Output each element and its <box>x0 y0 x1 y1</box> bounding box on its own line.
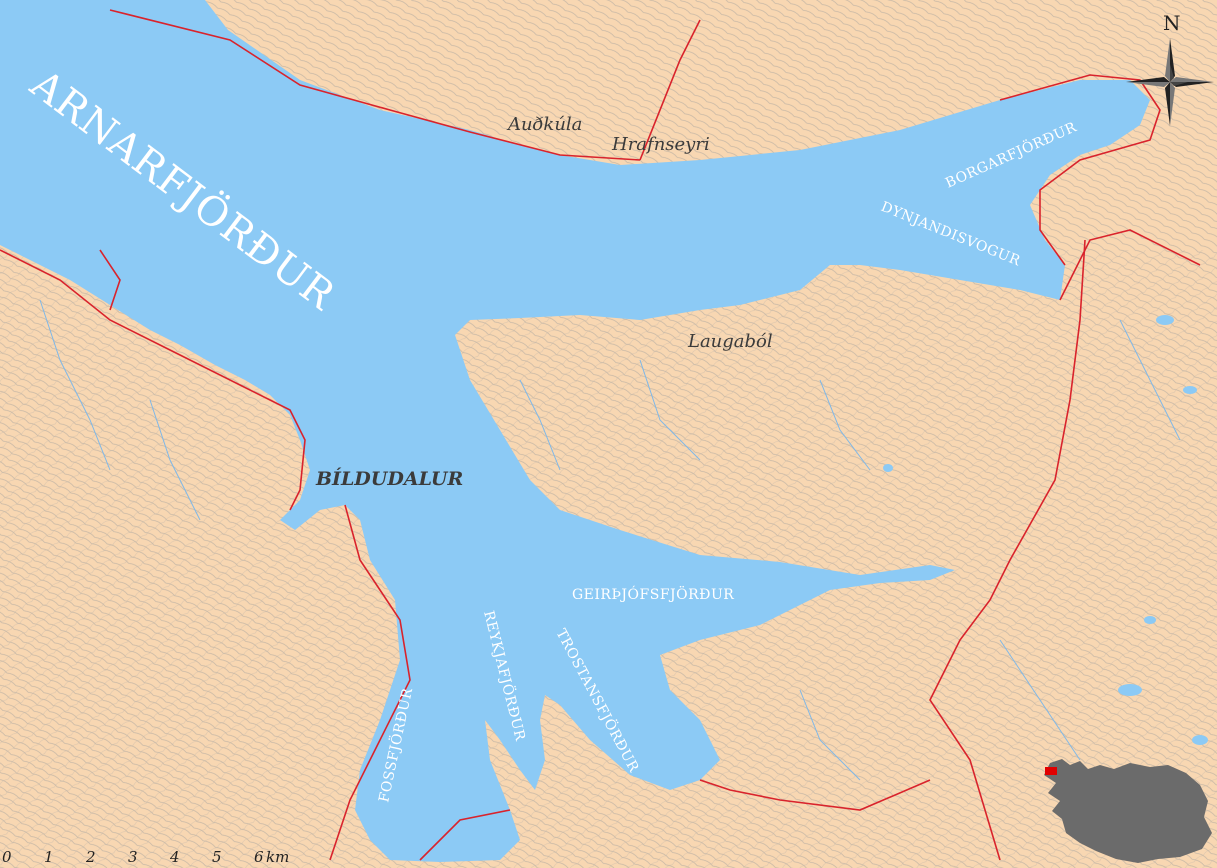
lakes <box>883 315 1208 745</box>
scale-tick-5: 5 <box>212 848 222 866</box>
scale-bar: 0 1 2 3 4 5 6 km <box>2 848 289 866</box>
compass-north-label: N <box>1163 11 1181 35</box>
label-audkula: Auðkúla <box>506 114 582 135</box>
scale-tick-0: 0 <box>2 848 12 866</box>
locator-box <box>1045 767 1057 775</box>
roads <box>0 9 1201 861</box>
label-laugabol: Laugaból <box>687 331 773 352</box>
iceland-locator-icon <box>1044 759 1212 863</box>
label-bildudalur: BÍLDUDALUR <box>315 467 463 490</box>
streams <box>39 299 1181 781</box>
compass-rose: N <box>1126 11 1214 126</box>
scale-tick-4: 4 <box>169 848 180 866</box>
compass-needle-west <box>1126 77 1170 82</box>
scale-tick-6: 6 <box>254 848 264 866</box>
label-geirthjofsfjordur: GEIRÞJÓFSFJÖRÐUR <box>572 585 734 603</box>
fjord-water <box>0 0 1150 862</box>
scale-tick-1: 1 <box>44 848 54 866</box>
label-hrafnseyri: Hrafnseyri <box>611 134 710 155</box>
scale-tick-2: 2 <box>85 848 96 866</box>
compass-needle-south <box>1165 82 1170 126</box>
scale-tick-3: 3 <box>128 848 138 866</box>
scale-unit: km <box>266 848 289 866</box>
